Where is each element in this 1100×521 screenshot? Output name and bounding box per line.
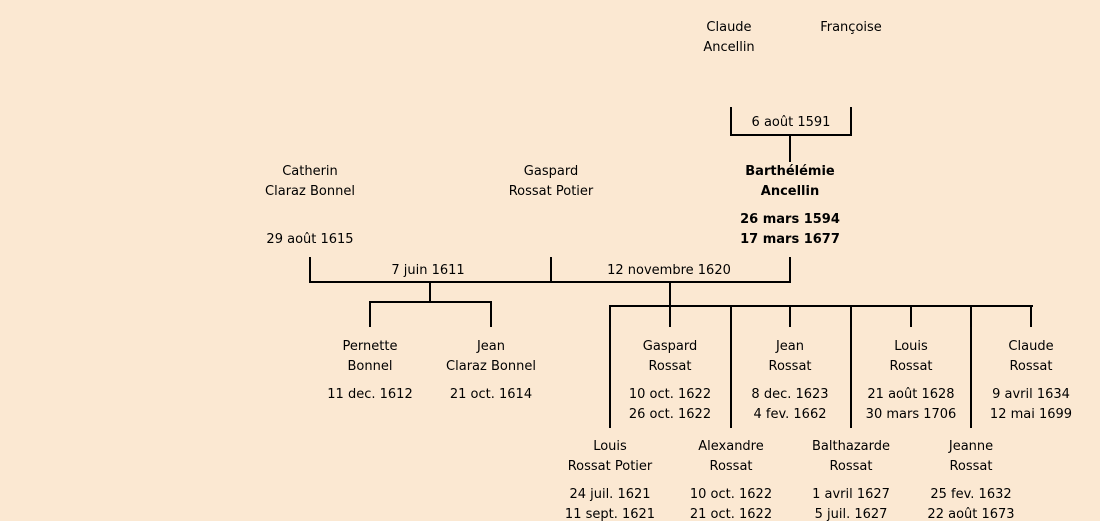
person-date: 30 mars 1706 (865, 407, 957, 422)
person-date: 21 oct. 1622 (689, 507, 773, 521)
person-name-line: Pernette (342, 339, 398, 354)
person-barthelemie-ancellin: Barthélémie Ancellin (745, 162, 834, 202)
person-date: 21 août 1628 (867, 387, 955, 402)
person-name-line: Claraz Bonnel (265, 184, 355, 199)
person-name-line: Rossat (949, 459, 993, 474)
connector-marriage1620-right (789, 257, 791, 283)
connector-child-stub (789, 305, 791, 327)
person-name-line: Catherin (282, 164, 338, 179)
person-name-line: Louis (593, 439, 627, 454)
person-name-line: Rossat (829, 459, 873, 474)
person-pernette-bonnel: Pernette Bonnel (343, 337, 398, 377)
connector-marriage1591-right (850, 107, 852, 136)
connector-child-stub (369, 301, 371, 327)
person-date: 10 oct. 1622 (689, 487, 773, 502)
connector-marriage1611-left (309, 257, 311, 283)
person-name-line: Rossat Potier (567, 459, 653, 474)
person-date: 10 oct. 1622 (628, 387, 712, 402)
person-date: 17 mars 1677 (740, 232, 840, 247)
person-date: 21 oct. 1614 (449, 387, 533, 402)
person-name-line: Rossat (1009, 359, 1053, 374)
marriage-date-label: 7 juin 1611 (391, 263, 465, 278)
person-jean-rossat: Jean Rossat (768, 337, 811, 377)
person-date: 9 avril 1634 (992, 387, 1070, 402)
connector-marriage1620-drop (669, 283, 671, 307)
person-louis-rossat: Louis Rossat (889, 337, 932, 377)
person-dates: 26 mars 1594 17 mars 1677 (740, 210, 840, 250)
person-louis-rossat-potier: Louis Rossat Potier (568, 437, 653, 477)
person-dates: 8 dec. 1623 4 fev. 1662 (751, 385, 828, 425)
person-name-line: Rossat (648, 359, 692, 374)
person-name-line: Gaspard (523, 164, 579, 179)
person-date: 29 août 1615 (266, 232, 354, 247)
person-name-line: Jean (775, 339, 805, 354)
marriage-date-label: 12 novembre 1620 (607, 263, 731, 278)
person-balthazarde-rossat: Balthazarde Rossat (812, 437, 890, 477)
person-date: 8 dec. 1623 (751, 387, 829, 402)
person-name-line: Claraz Bonnel (446, 359, 536, 374)
person-name-line: Rossat Potier (508, 184, 594, 199)
connector-child-drop-long (730, 305, 732, 428)
person-jean-claraz-bonnel: Jean Claraz Bonnel (446, 337, 536, 377)
connector-marriage-shared-middle (550, 257, 552, 283)
person-dates: 25 fev. 1632 22 août 1673 (927, 485, 1014, 521)
person-date: 26 mars 1594 (740, 212, 840, 227)
connector-child-stub (910, 305, 912, 327)
person-dates: 10 oct. 1622 21 oct. 1622 (690, 485, 772, 521)
connector-child-drop-long (609, 305, 611, 428)
person-dates: 1 avril 1627 5 juil. 1627 (812, 485, 890, 521)
connector-marriage1591-left (730, 107, 732, 136)
connector-marriages-bar (309, 281, 791, 283)
person-alexandre-rossat: Alexandre Rossat (698, 437, 763, 477)
person-name-line: Rossat (889, 359, 933, 374)
person-gaspard-rossat-potier: Gaspard Rossat Potier (509, 162, 594, 202)
connector-child-stub (1030, 305, 1032, 327)
person-name-line: Gaspard (642, 339, 698, 354)
person-jeanne-rossat: Jeanne Rossat (949, 437, 993, 477)
connector-marriage1611-drop (429, 283, 431, 303)
connector-marriage1591-drop (789, 136, 791, 162)
person-name-line: Jeanne (948, 439, 994, 454)
person-date: 25 fev. 1632 (930, 487, 1012, 502)
person-dates: 9 avril 1634 12 mai 1699 (990, 385, 1072, 425)
person-dates: 21 août 1628 30 mars 1706 (866, 385, 957, 425)
connector-child-stub (669, 305, 671, 327)
person-catherin-claraz-bonnel: Catherin Claraz Bonnel (265, 162, 355, 202)
person-gaspard-rossat: Gaspard Rossat (643, 337, 697, 377)
person-name-line: Ancellin (760, 184, 820, 199)
person-date: 22 août 1673 (927, 507, 1015, 521)
person-date: 26 oct. 1622 (628, 407, 712, 422)
connector-child-stub (490, 301, 492, 327)
person-claude-rossat: Claude Rossat (1008, 337, 1053, 377)
person-date: 11 sept. 1621 (564, 507, 656, 521)
person-name-line: Bonnel (347, 359, 393, 374)
connector-child-drop-long (850, 305, 852, 428)
marriage-date-label: 6 août 1591 (751, 115, 831, 130)
person-date: 24 juil. 1621 (569, 487, 651, 502)
connector-children2-bar (609, 305, 1033, 307)
person-name-line: Jean (476, 339, 506, 354)
person-date: 12 mai 1699 (989, 407, 1073, 422)
person-date: 5 juil. 1627 (814, 507, 888, 521)
person-francoise: Françoise (820, 18, 882, 38)
person-name-line: Balthazarde (812, 439, 890, 454)
person-name-line: Claude (1008, 339, 1054, 354)
person-date: 4 fev. 1662 (753, 407, 827, 422)
person-date: 1 avril 1627 (812, 487, 890, 502)
person-name-line: Barthélémie (745, 164, 835, 179)
person-name-line: Claude (706, 20, 752, 35)
person-name-line: Louis (894, 339, 928, 354)
connector-children1-bar (369, 301, 492, 303)
connector-marriage1591-bar (730, 134, 852, 136)
person-dates: 10 oct. 1622 26 oct. 1622 (629, 385, 711, 425)
person-dates: 24 juil. 1621 11 sept. 1621 (565, 485, 655, 521)
person-name-line: Alexandre (698, 439, 764, 454)
connector-child-drop-long (970, 305, 972, 428)
person-name-line: Ancellin (703, 40, 755, 55)
person-date: 11 dec. 1612 (327, 387, 413, 402)
person-claude-ancellin: Claude Ancellin (703, 18, 754, 58)
person-name-line: Rossat (709, 459, 753, 474)
person-name-line: Rossat (768, 359, 812, 374)
person-name-line: Françoise (820, 20, 882, 35)
